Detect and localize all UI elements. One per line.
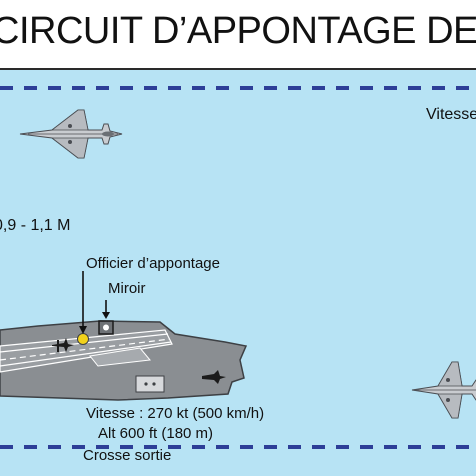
label-miroir: Miroir <box>108 280 146 297</box>
diagram-title: CIRCUIT D’APPONTAGE DE JOUR <box>0 10 476 52</box>
label-officier: Officier d’appontage <box>86 255 220 272</box>
officer-marker <box>77 333 89 345</box>
label-altitude: Alt 600 ft (180 m) <box>98 425 214 442</box>
aircraft-carrier <box>0 320 248 401</box>
label-crosse: Crosse sortie <box>83 447 172 464</box>
label-mach: 0,9 - 1,1 M <box>0 217 71 234</box>
officer-arrow <box>79 271 87 334</box>
aircraft-final <box>411 361 476 419</box>
aircraft-downwind <box>19 109 123 159</box>
title-banner: CIRCUIT D’APPONTAGE DE JOUR <box>0 0 476 70</box>
label-vitesse-bottom: Vitesse : 270 kt (500 km/h) <box>86 405 265 422</box>
mirror-arrow <box>102 300 110 319</box>
label-vitesse-top: Vitesse <box>426 106 476 123</box>
